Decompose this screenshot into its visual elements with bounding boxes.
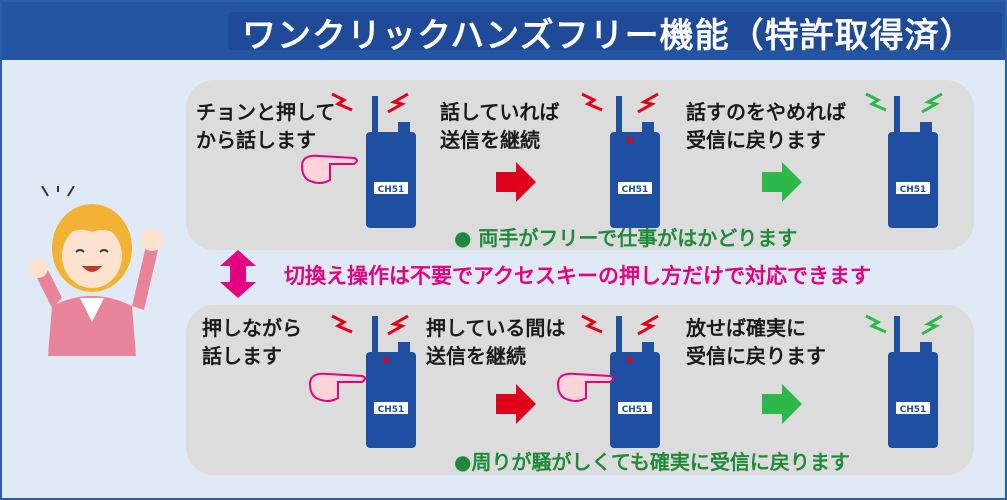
right-arrow-icon bbox=[762, 384, 802, 424]
radio-channel-label: CH51 bbox=[900, 185, 927, 195]
receive-signal-icon bbox=[865, 92, 943, 114]
radio-icon: CH51 bbox=[888, 96, 938, 228]
right-arrow-icon bbox=[496, 162, 536, 202]
pointing-hand-icon bbox=[308, 372, 366, 402]
top-step2-line2: 送信を継続 bbox=[440, 128, 540, 152]
radio-icon: CH51 bbox=[610, 96, 660, 228]
top-caption: ● 両手がフリーで仕事がはかどります bbox=[454, 226, 798, 250]
bottom-step2-line1: 押している間は bbox=[426, 316, 566, 340]
top-step3-line2: 受信に戻ります bbox=[686, 128, 826, 152]
radio-channel-label: CH51 bbox=[378, 185, 405, 195]
title-bar: ワンクリックハンズフリー機能（特許取得済） bbox=[2, 2, 1005, 60]
middle-text: 切換え操作は不要でアクセスキーの押し方だけで対応できます bbox=[284, 264, 871, 288]
pointing-hand-icon bbox=[556, 372, 614, 402]
top-step1-line2: から話します bbox=[196, 128, 316, 152]
radio-icon: CH51 bbox=[888, 316, 938, 448]
transmit-signal-icon bbox=[581, 92, 659, 114]
right-arrow-icon bbox=[496, 384, 536, 424]
top-step1-line1: チョンと押して bbox=[196, 100, 336, 124]
bottom-caption: ●周りが騒がしくても確実に受信に戻ります bbox=[454, 450, 850, 474]
bottom-step3-line1: 放せば確実に bbox=[686, 316, 806, 340]
radio-icon: CH51 bbox=[366, 96, 416, 228]
transmit-signal-icon bbox=[581, 314, 659, 336]
transmit-signal-icon bbox=[331, 92, 409, 114]
bottom-step2-line2: 送信を継続 bbox=[426, 344, 526, 368]
receive-signal-icon bbox=[865, 314, 943, 336]
title-chip bbox=[228, 12, 1002, 50]
top-step3-text: 話すのをやめれば 受信に戻ります bbox=[686, 98, 846, 154]
radio-icon: CH51 bbox=[366, 316, 416, 448]
person-icon bbox=[28, 186, 163, 356]
top-step3-line1: 話すのをやめれば bbox=[686, 100, 846, 124]
top-step2-line1: 話していれば bbox=[440, 100, 560, 124]
pointing-hand-icon bbox=[300, 154, 358, 184]
radio-channel-label: CH51 bbox=[622, 185, 649, 195]
radio-channel-label: CH51 bbox=[900, 405, 927, 415]
bottom-step3-line2: 受信に戻ります bbox=[686, 344, 826, 368]
bottom-step1-line2: 話します bbox=[202, 344, 282, 368]
top-step2-text: 話していれば 送信を継続 bbox=[440, 98, 559, 154]
top-step1-text: チョンと押して から話します bbox=[196, 98, 335, 154]
swap-arrow-icon bbox=[220, 250, 256, 298]
radio-icon: CH51 bbox=[610, 316, 660, 448]
radio-channel-label: CH51 bbox=[378, 405, 405, 415]
bottom-step2-text: 押している間は 送信を継続 bbox=[426, 314, 565, 370]
page-title: ワンクリックハンズフリー機能（特許取得済） bbox=[242, 16, 975, 56]
radio-channel-label: CH51 bbox=[622, 405, 649, 415]
transmit-signal-icon bbox=[331, 314, 409, 336]
bottom-step1-text: 押しながら 話します bbox=[202, 314, 302, 370]
bottom-step3-text: 放せば確実に 受信に戻ります bbox=[686, 314, 826, 370]
right-arrow-icon bbox=[762, 162, 802, 202]
bottom-step1-line1: 押しながら bbox=[202, 316, 302, 340]
